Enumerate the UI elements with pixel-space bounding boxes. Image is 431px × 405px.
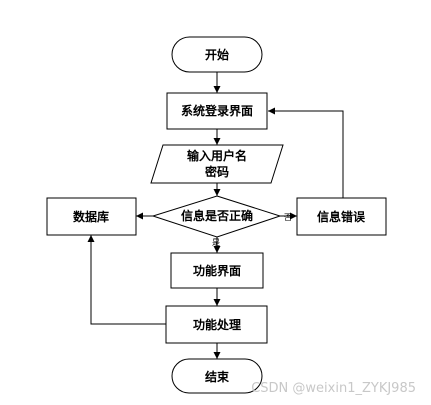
edge-label-yes: 是 <box>212 238 220 247</box>
error-label: 信息错误 <box>317 209 366 224</box>
watermark-text: CSDN @weixin1_ZYKJ985 <box>251 381 416 396</box>
login-node: 系统登录界面 <box>166 92 268 130</box>
edge-error-to-login <box>268 107 344 198</box>
database-node: 数据库 <box>46 197 137 236</box>
edge-label-no: 否 <box>284 213 292 222</box>
function-ui-node: 功能界面 <box>170 252 264 289</box>
edge-process-to-database <box>87 235 166 325</box>
end-node: 结束 <box>171 358 263 394</box>
input-label-line1: 输入用户名 <box>187 148 247 163</box>
error-node: 信息错误 <box>296 197 387 236</box>
function-ui-label: 功能界面 <box>193 263 241 278</box>
function-process-label: 功能处理 <box>193 317 241 332</box>
end-label: 结束 <box>205 369 230 384</box>
login-label: 系统登录界面 <box>181 103 253 118</box>
input-label-line2: 密码 <box>205 164 229 179</box>
check-node: 信息是否正确 <box>151 195 282 238</box>
function-process-node: 功能处理 <box>165 305 268 344</box>
input-node: 输入用户名 密码 <box>150 144 284 184</box>
start-node: 开始 <box>171 36 263 73</box>
start-label: 开始 <box>205 47 229 62</box>
database-label: 数据库 <box>73 209 109 224</box>
check-label: 信息是否正确 <box>181 208 253 223</box>
